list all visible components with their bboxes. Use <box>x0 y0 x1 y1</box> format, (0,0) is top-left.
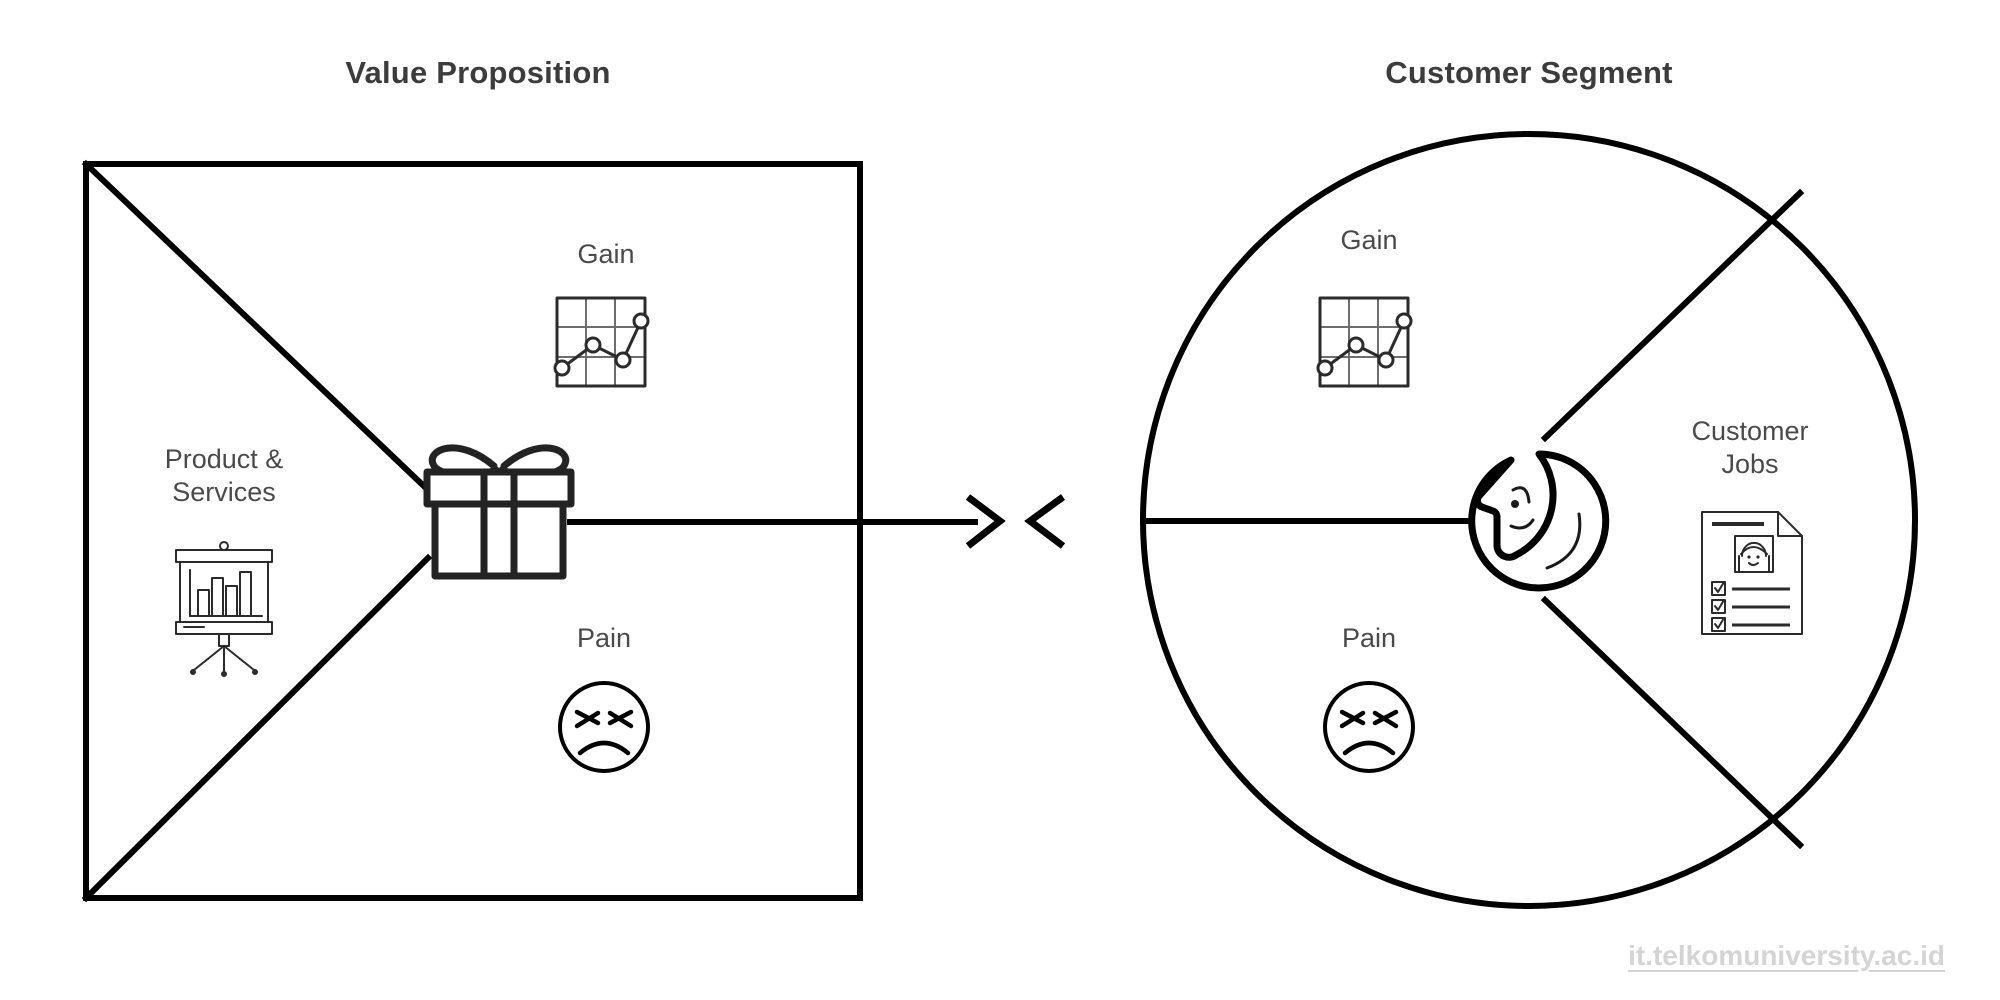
label-value-proposition-pain: Pain <box>576 623 632 653</box>
frowning-face-icon <box>558 681 650 773</box>
value-proposition-square <box>83 161 863 901</box>
square-divider-upper <box>81 159 433 495</box>
arrow-right-icon <box>965 494 1006 549</box>
page-title-customer-segment: Customer Segment <box>1385 55 1673 90</box>
label-value-proposition-gain: Gain <box>577 239 635 269</box>
label-product-and-services: Product & Services <box>164 444 284 507</box>
frowning-face-icon <box>1323 681 1415 773</box>
label-customer-segment-pain: Pain <box>1341 623 1397 653</box>
gift-box-icon <box>423 444 575 580</box>
customer-head-icon <box>1468 450 1610 592</box>
label-customer-segment-gain: Gain <box>1340 225 1398 255</box>
label-customer-jobs: Customer Jobs <box>1691 416 1809 479</box>
arrow-left-icon <box>1024 494 1066 549</box>
footer-url-watermark: it.telkomuniversity.ac.id <box>1628 940 1945 971</box>
line-chart-icon <box>1316 296 1413 388</box>
presentation-chart-icon <box>175 541 273 677</box>
square-divider-lower <box>81 553 433 903</box>
circle-divider-upper <box>1540 188 1805 443</box>
page-title-value-proposition: Value Proposition <box>345 55 611 90</box>
line-chart-icon <box>553 296 650 388</box>
circle-divider-lower <box>1540 595 1805 850</box>
resume-document-icon <box>1701 511 1803 635</box>
